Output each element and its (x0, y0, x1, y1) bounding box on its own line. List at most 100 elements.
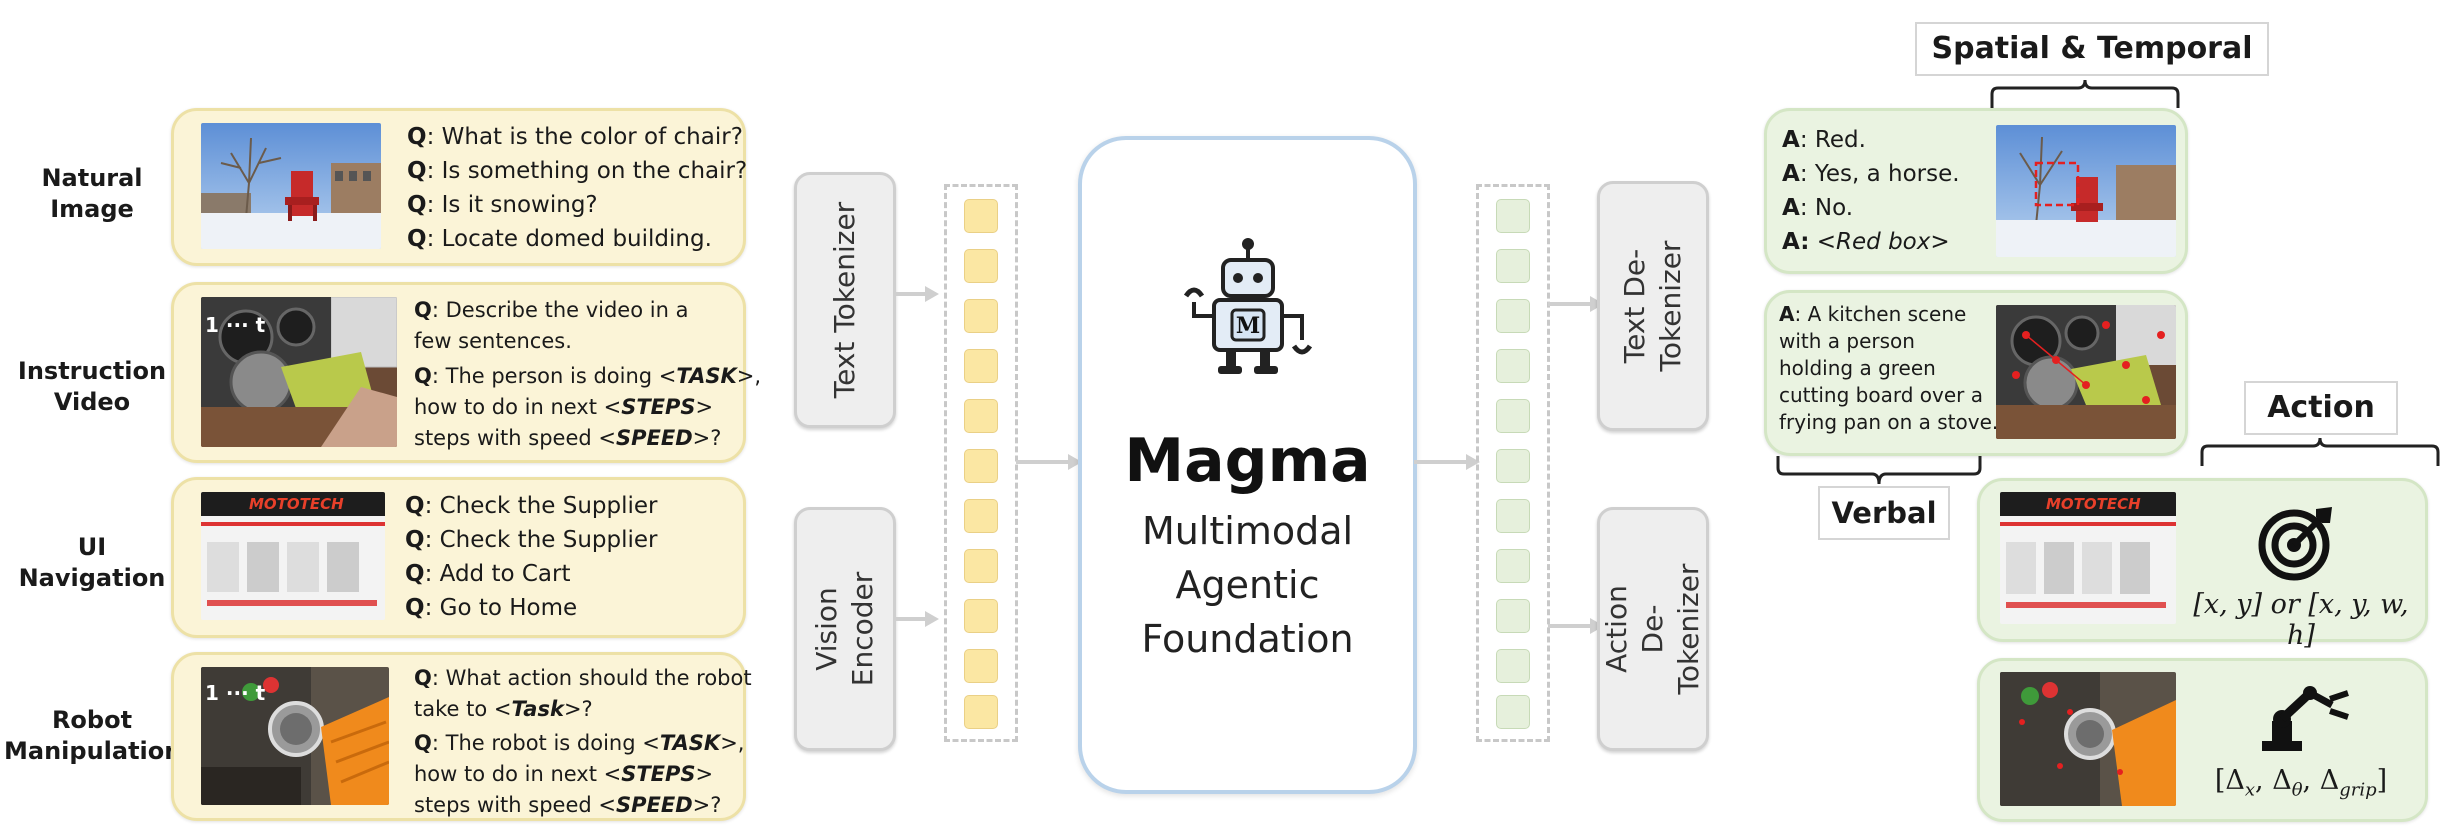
robot-action-formula: [Δx, Δθ, Δgrip] (2214, 765, 2388, 801)
question-line: Q: What is the color of chair? (407, 124, 743, 150)
input-token-column (944, 184, 1018, 742)
question-line: Q: Describe the video in a (414, 298, 689, 322)
ui-navigation-questions: Q: Check the Supplier Q: Check the Suppl… (405, 489, 658, 625)
input-token (964, 649, 998, 683)
output-token (1496, 349, 1530, 383)
input-token (964, 299, 998, 333)
question-line: steps with speed <SPEED>? (414, 426, 722, 450)
action-detokenizer-block: Action De-Tokenizer (1597, 507, 1709, 751)
robot-manipulation-question-box: 1 ··· t Q: What action should the robot … (171, 652, 752, 821)
row-label-robot-manipulation: Robot Manipulation (4, 706, 182, 765)
question-line: take to <Task>? (414, 697, 593, 721)
natural-image-question-box: Q: What is the color of chair? Q: Is som… (171, 108, 748, 266)
question-line: Q: Is something on the chair? (407, 158, 748, 184)
input-token (964, 499, 998, 533)
action-header: Action (2244, 381, 2398, 435)
question-line: steps with speed <SPEED>? (414, 793, 722, 817)
target-icon (2258, 507, 2332, 581)
output-token (1496, 695, 1530, 729)
answer-line: A: Yes, a horse. (1782, 161, 1960, 187)
row-label-ui-navigation: UI Navigation (18, 533, 166, 592)
arrow-tokens-to-action-detokenizer (1548, 618, 1604, 634)
ui-brand-logo: MOTOTECH (2046, 495, 2141, 513)
text-detokenizer-block: Text De- Tokenizer (1597, 181, 1709, 431)
natural-image-answers: A: Red. A: Yes, a horse. A: No. A: <Red … (1782, 123, 1960, 259)
instruction-video-question-box: 1 ··· t Q: Describe the video in a few s… (171, 282, 761, 463)
magma-subtitle-3: Foundation (1141, 617, 1354, 661)
robot-manipulation-thumbnail: 1 ··· t (201, 667, 389, 805)
output-token (1496, 649, 1530, 683)
natural-image-answer-thumbnail (1996, 125, 2176, 257)
spatial-brace (1990, 79, 2180, 108)
question-line: Q: Add to Cart (405, 561, 571, 587)
arrow-magma-to-output-tokens (1414, 454, 1480, 470)
question-line: Q: The robot is doing <TASK>, (414, 731, 745, 755)
text-tokenizer-block: Text Tokenizer (794, 172, 896, 428)
instruction-video-answer-box: A: A kitchen scene with a person holding… (1764, 290, 2188, 456)
instruction-video-answer-thumbnail (1996, 305, 2176, 439)
input-token (964, 349, 998, 383)
verbal-label: Verbal (1818, 486, 1950, 540)
action-detokenizer-label: Action De-Tokenizer (1600, 563, 1705, 695)
output-token (1496, 249, 1530, 283)
vision-encoder-block: Vision Encoder (794, 507, 896, 751)
question-line: Q: Check the Supplier (405, 493, 658, 519)
output-token-column (1476, 184, 1550, 742)
ui-action-thumbnail: MOTOTECH (2000, 492, 2176, 624)
arrow-text-tokenizer-to-tokens (893, 286, 939, 302)
output-token (1496, 299, 1530, 333)
ui-navigation-question-box: MOTOTECH Q: Check the Supplier Q: Check … (171, 477, 746, 638)
question-line: Q: Is it snowing? (407, 192, 598, 218)
robot-action-answer-box: [Δx, Δθ, Δgrip] (1977, 658, 2428, 822)
vision-encoder-label: Vision Encoder (810, 571, 879, 687)
arrow-vision-encoder-to-tokens (893, 611, 939, 627)
ui-action-answer-box: MOTOTECH [x, y] or [x, y, w, h] (1977, 478, 2428, 651)
magma-logo-letter: M (1235, 313, 1261, 339)
question-line: few sentences. (414, 329, 572, 353)
output-token (1496, 599, 1530, 633)
output-token (1496, 499, 1530, 533)
robot-action-thumbnail (2000, 672, 2176, 806)
spatial-temporal-header: Spatial & Temporal (1915, 22, 2269, 76)
input-token (964, 599, 998, 633)
row-label-natural-image: Natural Image (41, 164, 143, 223)
answer-line: holding a green (1779, 356, 1936, 380)
robot-manipulation-questions: Q: What action should the robot take to … (414, 663, 752, 821)
ui-navigation-thumbnail: MOTOTECH (201, 492, 385, 620)
ui-action-formula: [x, y] or [x, y, w, h] (2193, 589, 2409, 651)
magma-subtitle-2: Agentic (1175, 563, 1320, 607)
text-tokenizer-label: Text Tokenizer (828, 201, 861, 399)
row-label-instruction-video: Instruction Video (17, 357, 167, 416)
verbal-brace (1776, 456, 1982, 485)
video-time-label: 1 ··· t (205, 313, 266, 337)
robot-time-label: 1 ··· t (205, 681, 266, 705)
robot-arm-icon (2262, 686, 2349, 751)
answer-line: A: Red. (1782, 127, 1866, 153)
arrow-tokens-to-text-detokenizer (1548, 296, 1604, 312)
magma-title: Magma (1124, 426, 1371, 496)
natural-image-answer-box: A: Red. A: Yes, a horse. A: No. A: <Red … (1764, 108, 2188, 274)
question-line: Q: Check the Supplier (405, 527, 658, 553)
ui-brand-logo: MOTOTECH (249, 495, 344, 513)
instruction-video-thumbnail: 1 ··· t (201, 297, 397, 447)
input-token (964, 449, 998, 483)
output-token (1496, 549, 1530, 583)
answer-line: with a person (1779, 329, 1915, 353)
output-token (1496, 399, 1530, 433)
instruction-video-questions: Q: Describe the video in a few sentences… (414, 295, 761, 454)
answer-line: A: No. (1782, 195, 1854, 221)
input-token (964, 549, 998, 583)
question-line: Q: Go to Home (405, 595, 578, 621)
input-token (964, 695, 998, 729)
input-token (964, 399, 998, 433)
question-line: how to do in next <STEPS> (414, 762, 714, 786)
output-token (1496, 199, 1530, 233)
answer-line: A: A kitchen scene (1779, 302, 1967, 326)
magma-model-block: M Magma Multimodal Agentic Foundation (1078, 136, 1417, 794)
action-brace (2200, 437, 2440, 466)
magma-subtitle-1: Multimodal (1141, 509, 1354, 553)
input-token (964, 249, 998, 283)
question-line: Q: The person is doing <TASK>, (414, 364, 762, 388)
input-token (964, 199, 998, 233)
question-line: how to do in next <STEPS> (414, 395, 714, 419)
